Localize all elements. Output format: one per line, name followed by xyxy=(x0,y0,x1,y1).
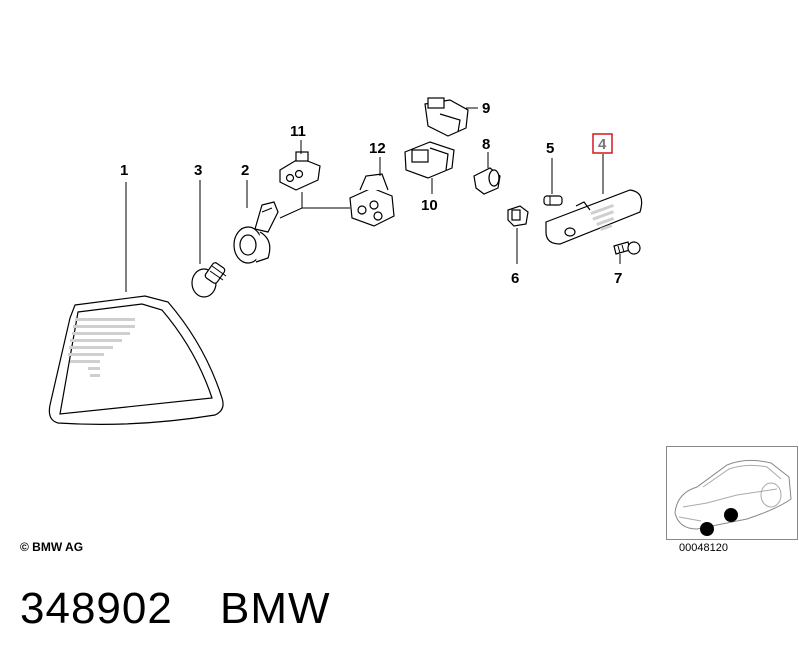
location-marker-front xyxy=(700,522,714,536)
part-2-bulb-socket[interactable] xyxy=(233,201,279,264)
copyright-notice: © BMW AG xyxy=(20,540,84,554)
part-10-connector[interactable] xyxy=(404,141,455,179)
part-7-screw[interactable] xyxy=(613,241,641,255)
part-5-small-bulb[interactable] xyxy=(543,195,563,206)
part-number: 348902 xyxy=(20,584,173,633)
lens-texture xyxy=(68,318,135,377)
callout-8[interactable]: 8 xyxy=(482,136,490,153)
part-4-side-repeater[interactable] xyxy=(545,189,643,245)
callout-10[interactable]: 10 xyxy=(421,197,438,214)
inset-code: 00048120 xyxy=(679,542,728,554)
callout-3[interactable]: 3 xyxy=(194,162,202,179)
part-3-bulb[interactable] xyxy=(191,262,227,298)
callout-6[interactable]: 6 xyxy=(511,270,519,287)
callout-5[interactable]: 5 xyxy=(546,140,554,157)
callout-12[interactable]: 12 xyxy=(369,140,386,157)
callout-2[interactable]: 2 xyxy=(241,162,249,179)
part-12-connector-housing[interactable] xyxy=(349,173,395,227)
part-1-turn-signal-lens[interactable] xyxy=(48,295,224,425)
car-location-inset xyxy=(666,446,798,540)
callout-11[interactable]: 11 xyxy=(290,123,306,140)
part-6-bulb-holder[interactable] xyxy=(507,205,529,227)
callout-7[interactable]: 7 xyxy=(614,270,622,287)
callout-9[interactable]: 9 xyxy=(482,100,490,117)
callout-4-highlight-box xyxy=(592,133,613,154)
part-9-connector[interactable] xyxy=(424,97,469,137)
repeater-texture xyxy=(590,203,615,231)
part-8-plug[interactable] xyxy=(473,167,501,195)
callout-4[interactable]: 4 xyxy=(598,136,607,153)
location-marker-side xyxy=(724,508,738,522)
callout-1[interactable]: 1 xyxy=(120,162,128,179)
brand-name: BMW xyxy=(220,584,331,633)
part-11-connector[interactable] xyxy=(279,151,321,191)
car-silhouette xyxy=(674,459,792,536)
wire-link xyxy=(279,207,350,219)
